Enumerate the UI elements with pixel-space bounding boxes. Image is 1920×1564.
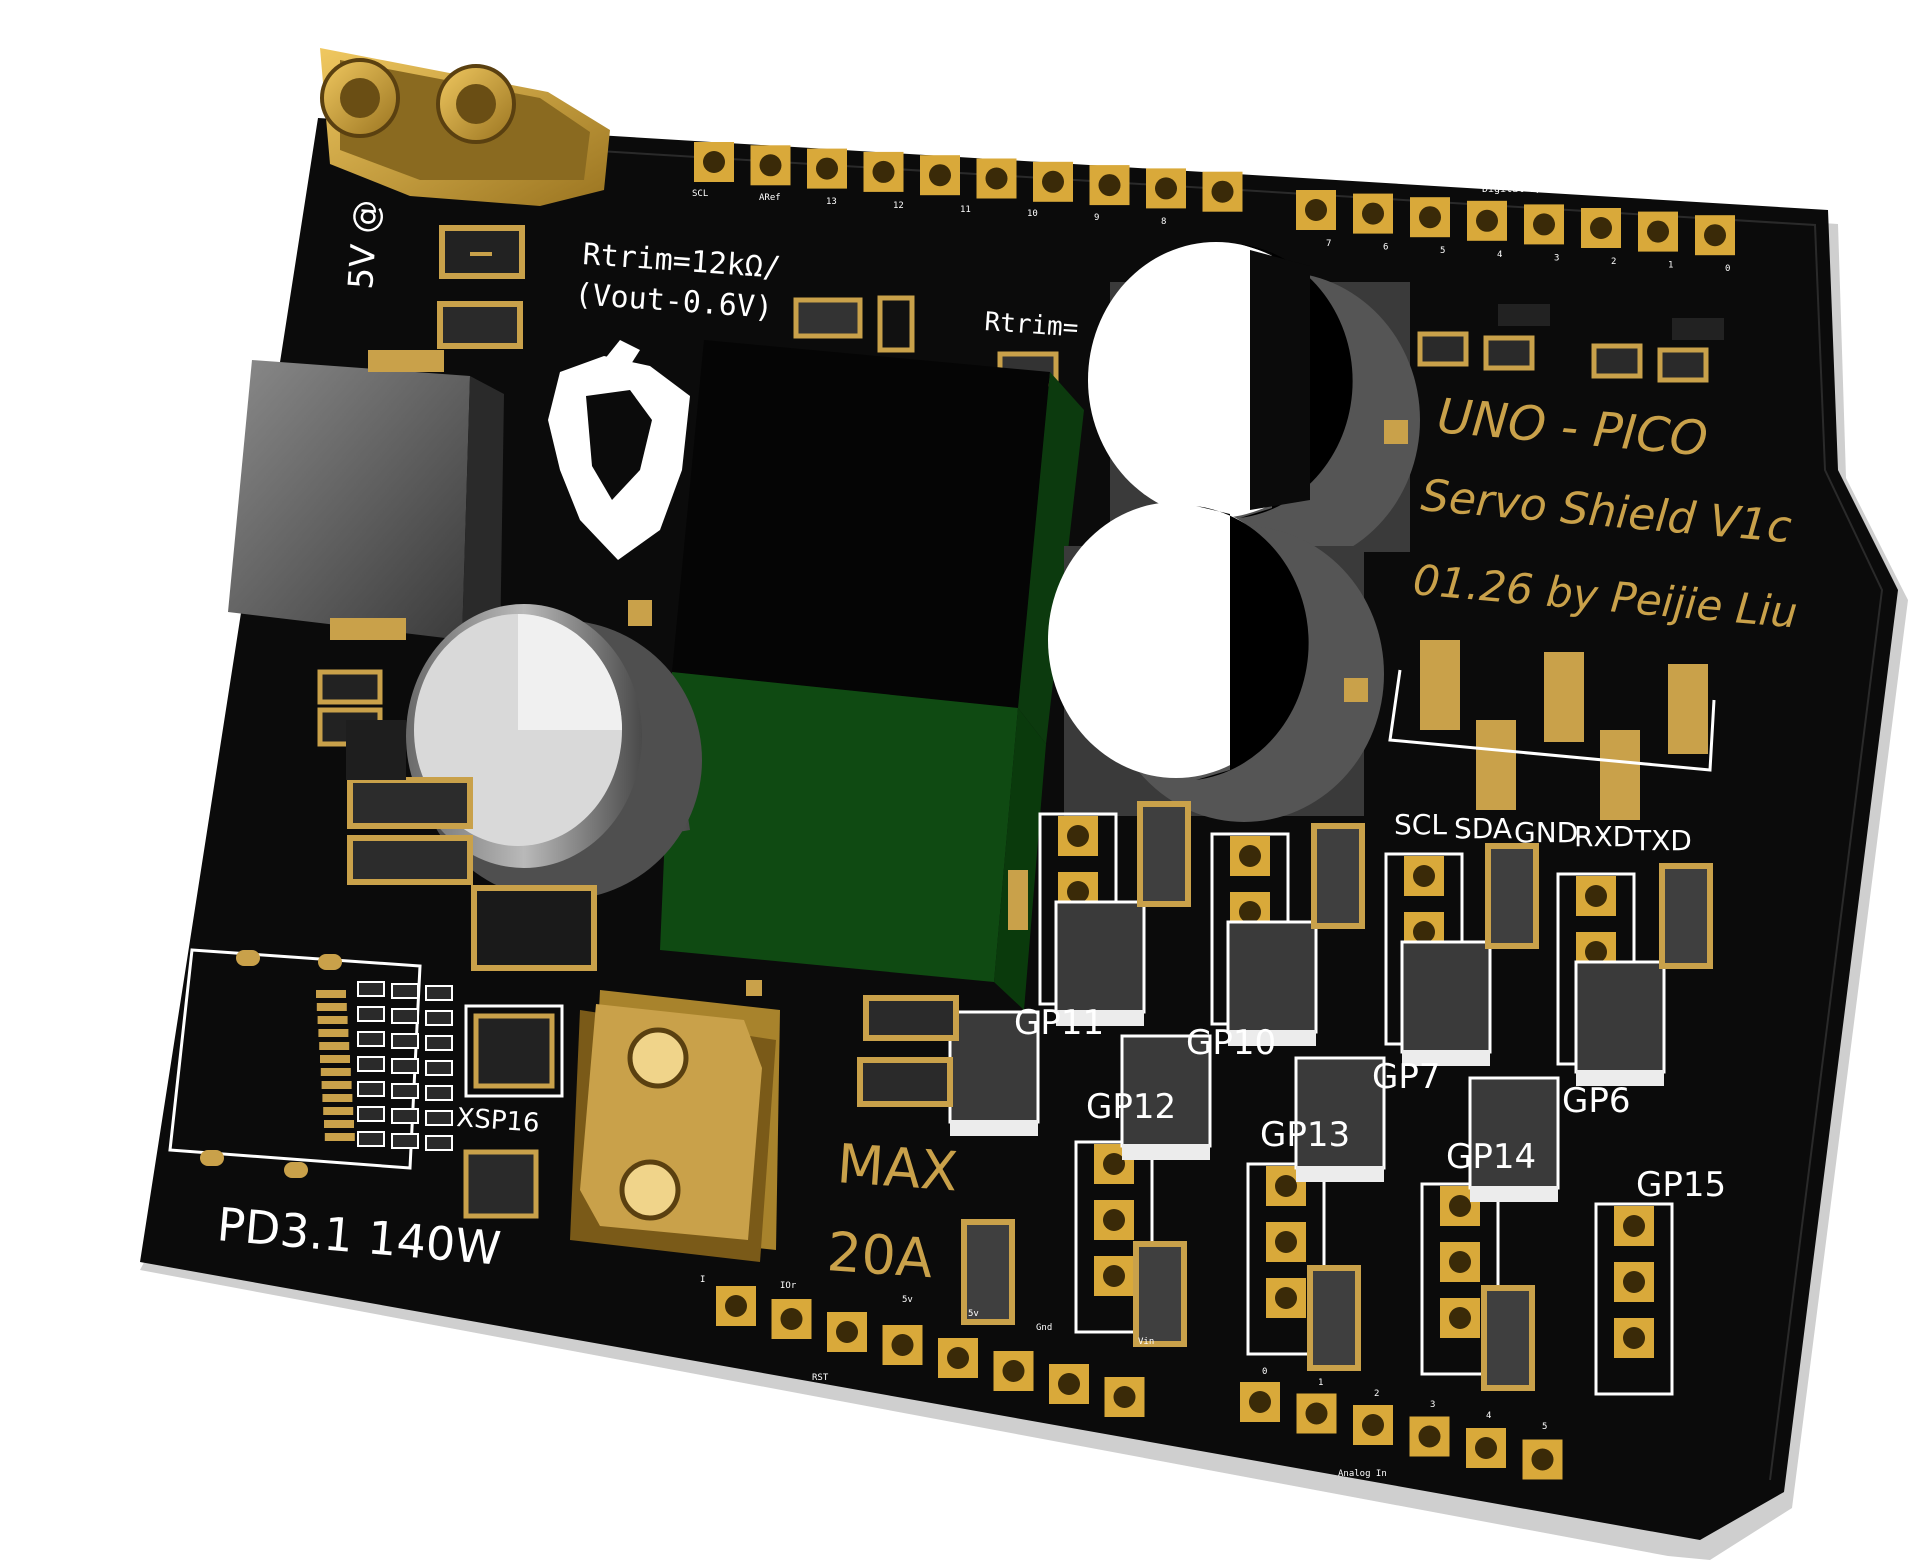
servo-label: GP12 xyxy=(1086,1087,1176,1127)
header-label: Digital I/O xyxy=(1040,146,1106,157)
header-label: 13 xyxy=(826,197,837,207)
header-label: Gnd xyxy=(1036,1323,1052,1333)
resistor xyxy=(961,1219,1015,1325)
header-label: 2 xyxy=(1374,1389,1379,1399)
header-label: I xyxy=(700,1275,705,1285)
header-label: 9 xyxy=(1094,213,1099,223)
smd-array xyxy=(357,981,453,1151)
resistor xyxy=(1133,1241,1187,1347)
header-label: 5 xyxy=(1440,246,1445,256)
header-label: 12 xyxy=(893,201,904,211)
servo-label: GP11 xyxy=(1014,1003,1104,1043)
header-label: Gnd xyxy=(856,134,874,145)
resistor xyxy=(1659,863,1713,969)
dcdc-module xyxy=(628,340,1084,1010)
header-label: 7 xyxy=(1326,239,1331,249)
xsp16-chip xyxy=(464,1004,564,1098)
header-label: ARef xyxy=(759,193,781,203)
header-label: Digital I/O xyxy=(1482,184,1548,195)
header-label: RST xyxy=(812,1373,829,1383)
header-label: 5v xyxy=(902,1295,913,1305)
header-label: 0 xyxy=(1725,264,1730,274)
uart-pads xyxy=(1388,640,1716,820)
header-label: Analog In xyxy=(1338,1469,1387,1479)
max-label-2: 20A xyxy=(825,1220,935,1290)
xt30-connector xyxy=(320,48,610,206)
header-label: 1 xyxy=(1318,1378,1323,1388)
resistor xyxy=(1311,823,1365,929)
header-label: 1 xyxy=(1668,261,1673,271)
mosfet xyxy=(1226,920,1318,1034)
logo-art xyxy=(548,340,690,560)
uart-label: SCL xyxy=(1394,808,1447,841)
header-label: 3 xyxy=(1554,253,1559,263)
usb-c-area xyxy=(168,948,422,1178)
header-top-right: Digital I/O 7 6 5 4 3 2 1 0 xyxy=(1296,184,1735,274)
header-label: 11 xyxy=(960,205,971,215)
header-label: 5 xyxy=(1542,1422,1547,1432)
mosfet xyxy=(1468,1076,1560,1190)
xt60-connector xyxy=(570,980,780,1262)
xsp16-label: XSP16 xyxy=(456,1103,541,1139)
header-label: 8 xyxy=(1161,217,1166,227)
uart-label: RXD xyxy=(1574,820,1634,853)
mosfet xyxy=(1120,1034,1212,1148)
resistor xyxy=(1307,1265,1361,1371)
servo-label: GP6 xyxy=(1562,1081,1630,1121)
smd-left xyxy=(317,669,597,971)
header-label: Vin xyxy=(1138,1337,1154,1347)
sot-group-top-right xyxy=(1417,304,1724,383)
header-label: 2 xyxy=(1611,257,1616,267)
capacitor-lower xyxy=(1048,502,1384,822)
servo-label: GP13 xyxy=(1260,1115,1350,1155)
uart-label: TXD xyxy=(1633,824,1692,857)
side-label: 5V @ xyxy=(341,198,387,290)
header-label: SDA xyxy=(756,128,774,139)
mosfet xyxy=(1400,940,1492,1054)
header-label: IOr xyxy=(780,1281,797,1291)
header-label: 3 xyxy=(1430,1400,1435,1410)
header-label: 10 xyxy=(1027,209,1038,219)
mosfet xyxy=(1294,1056,1386,1170)
servo-label: GP14 xyxy=(1446,1137,1536,1177)
mosfet xyxy=(1574,960,1666,1074)
header-label: 5v xyxy=(968,1309,979,1319)
header-label: 6 xyxy=(1383,243,1388,253)
power-inductor xyxy=(228,350,504,650)
resistor xyxy=(1485,843,1539,949)
servo-label: GP10 xyxy=(1186,1023,1276,1063)
mosfet xyxy=(1054,900,1146,1014)
servo-label: GP7 xyxy=(1372,1057,1440,1097)
servo-label: GP15 xyxy=(1636,1165,1726,1205)
uart-label: SDA xyxy=(1454,812,1512,845)
header-label: 0 xyxy=(1262,1367,1267,1377)
max-label-1: MAX xyxy=(835,1132,960,1203)
rtrim-short: Rtrim= xyxy=(984,307,1080,343)
header-label: 4 xyxy=(1497,250,1502,260)
header-label: SCL xyxy=(692,189,708,199)
resistor xyxy=(1137,801,1191,907)
resistor xyxy=(1481,1285,1535,1391)
header-label: 4 xyxy=(1486,1411,1491,1421)
